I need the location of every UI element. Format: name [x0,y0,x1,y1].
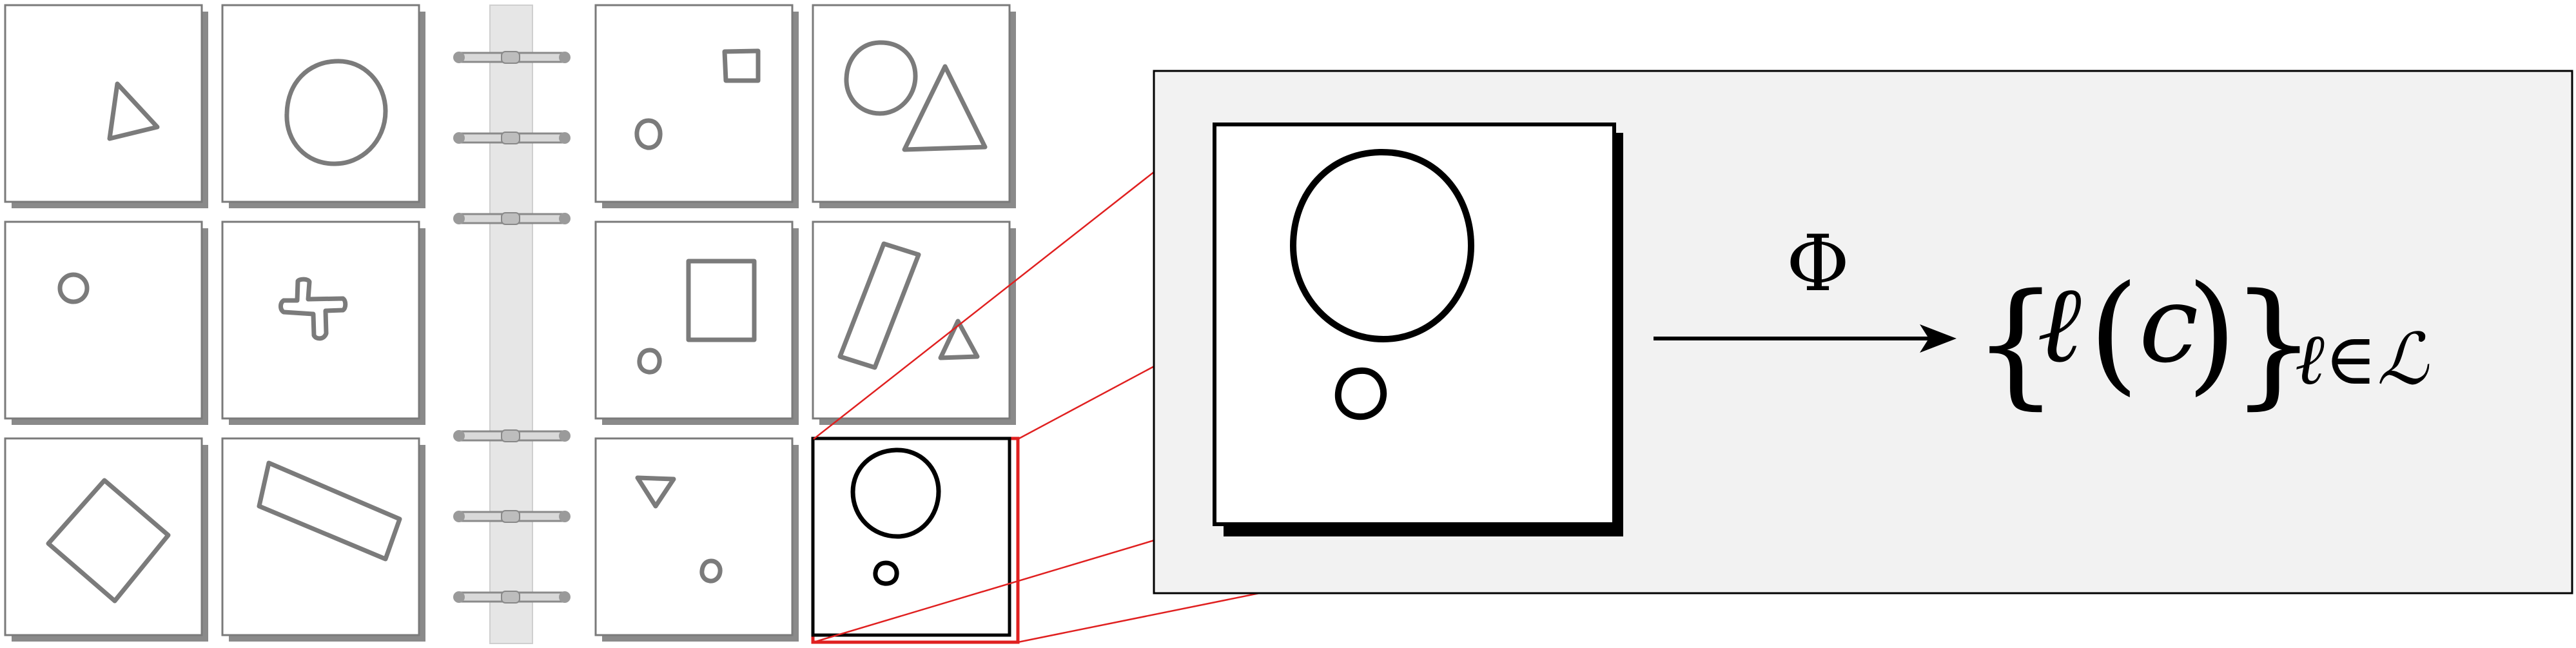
triangle-shape [107,81,160,141]
cross-shape [278,277,348,341]
tile-circle-and-small-circle-selected [811,437,1020,644]
circle-shape [284,59,388,166]
formula-subscript: ℓ∈ℒ [2295,318,2430,400]
small-circle-shape [57,272,90,304]
tile-small-circle-and-rectangle [594,221,799,425]
rotated-rectangle-shape [257,460,402,562]
tile-rotated-rectangle [221,437,425,642]
tile-circle [221,4,425,208]
mapping-arrow: Φ [1654,219,1956,353]
large-circle-shape [1290,148,1474,342]
tile-triangle [4,4,208,208]
binder-ring-1 [453,51,571,64]
small-circle-shape [634,118,663,150]
small-circle-shape [637,348,662,375]
binder-ring-5 [453,510,571,523]
small-circle-shape [699,558,723,584]
formula-open-paren: ( [2089,258,2139,408]
zoomed-tile [1213,123,1623,536]
small-circle-shape [873,560,899,586]
tile-circle-and-triangle [812,4,1016,208]
formula: { ℓ ( c ) } ℓ∈ℒ [1973,258,2430,422]
binder-spine [453,5,571,644]
phi-label: Φ [1786,219,1849,309]
circle-shape [850,447,941,539]
formula-close-brace: } [2230,264,2317,422]
tile-cross [221,221,425,425]
binder-ring-3 [453,212,571,225]
tile-triangle-and-small-circle [594,437,799,642]
tile-small-circle-and-square [594,4,799,208]
circle-shape [844,40,918,116]
formula-open-brace: { [1973,264,2059,422]
tile-diamond [4,437,208,642]
rectangle-shape [837,241,921,370]
tile-rectangle-and-triangle [812,221,1016,425]
small-circle-shape [1334,367,1387,420]
diamond-shape [46,478,171,604]
binder-ring-4 [453,429,571,442]
square-shape [722,48,761,83]
formula-close-paren: ) [2187,258,2237,408]
triangle-shape [635,475,676,509]
rectangle-shape [686,259,757,342]
binder-ring-6 [453,591,571,604]
formula-var-c: c [2139,262,2198,386]
formula-ell: ℓ [2037,262,2082,386]
triangle-shape [902,64,988,152]
tile-small-circle [4,221,208,425]
triangle-shape [938,319,980,360]
binder-ring-2 [453,132,571,144]
